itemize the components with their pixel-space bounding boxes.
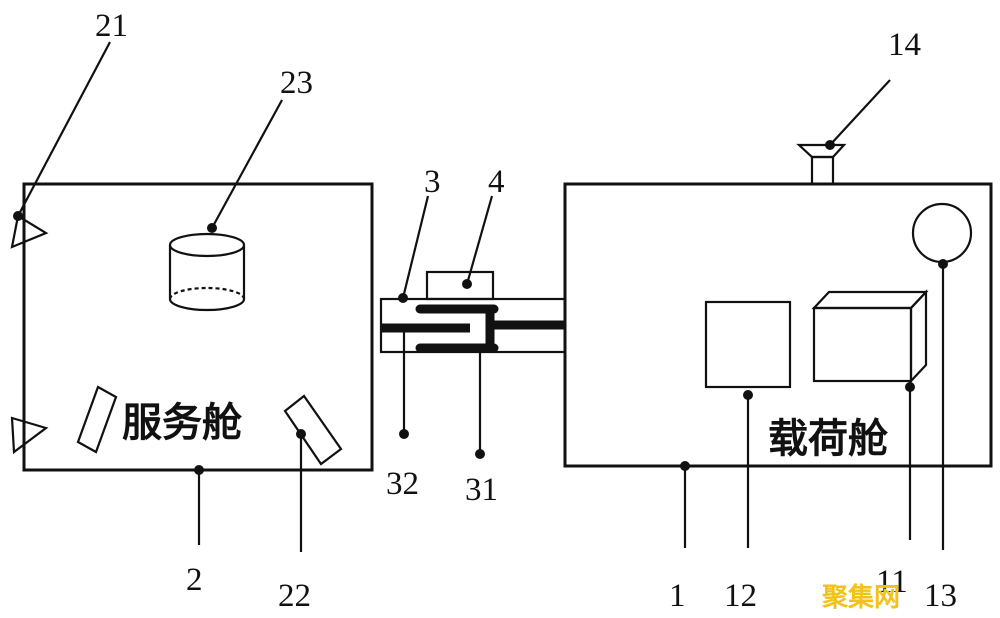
- lock-block: [425, 270, 495, 301]
- payload-sphere-13: [911, 202, 973, 264]
- label-21: 21: [95, 8, 128, 44]
- right-panel: [283, 394, 343, 466]
- service-cabin-label: 服务舱: [122, 400, 242, 446]
- label-31: 31: [465, 472, 498, 508]
- payload-cube-11: [811, 289, 929, 384]
- label-14: 14: [888, 27, 921, 63]
- clamp-mechanism: [381, 304, 565, 353]
- label-2: 2: [186, 562, 203, 598]
- label-23: 23: [280, 65, 313, 101]
- payload-box-12: [704, 300, 792, 389]
- thruster-top: [10, 214, 49, 249]
- label-12: 12: [724, 578, 757, 614]
- payload-cabin-body: [563, 182, 993, 468]
- label-32: 32: [386, 466, 419, 502]
- label-22: 22: [278, 578, 311, 614]
- label-11: 11: [876, 564, 908, 600]
- label-4: 4: [488, 164, 505, 200]
- thruster-bottom: [10, 416, 49, 455]
- payload-cabin-label: 载荷舱: [768, 416, 888, 462]
- cylinder-component: [168, 232, 246, 312]
- antenna: [796, 143, 847, 186]
- label-1: 1: [669, 578, 686, 614]
- left-panel: [76, 385, 118, 454]
- watermark: 聚集网: [821, 582, 900, 613]
- label-13: 13: [924, 578, 957, 614]
- leader-lines: [13, 41, 948, 552]
- label-3: 3: [424, 164, 441, 200]
